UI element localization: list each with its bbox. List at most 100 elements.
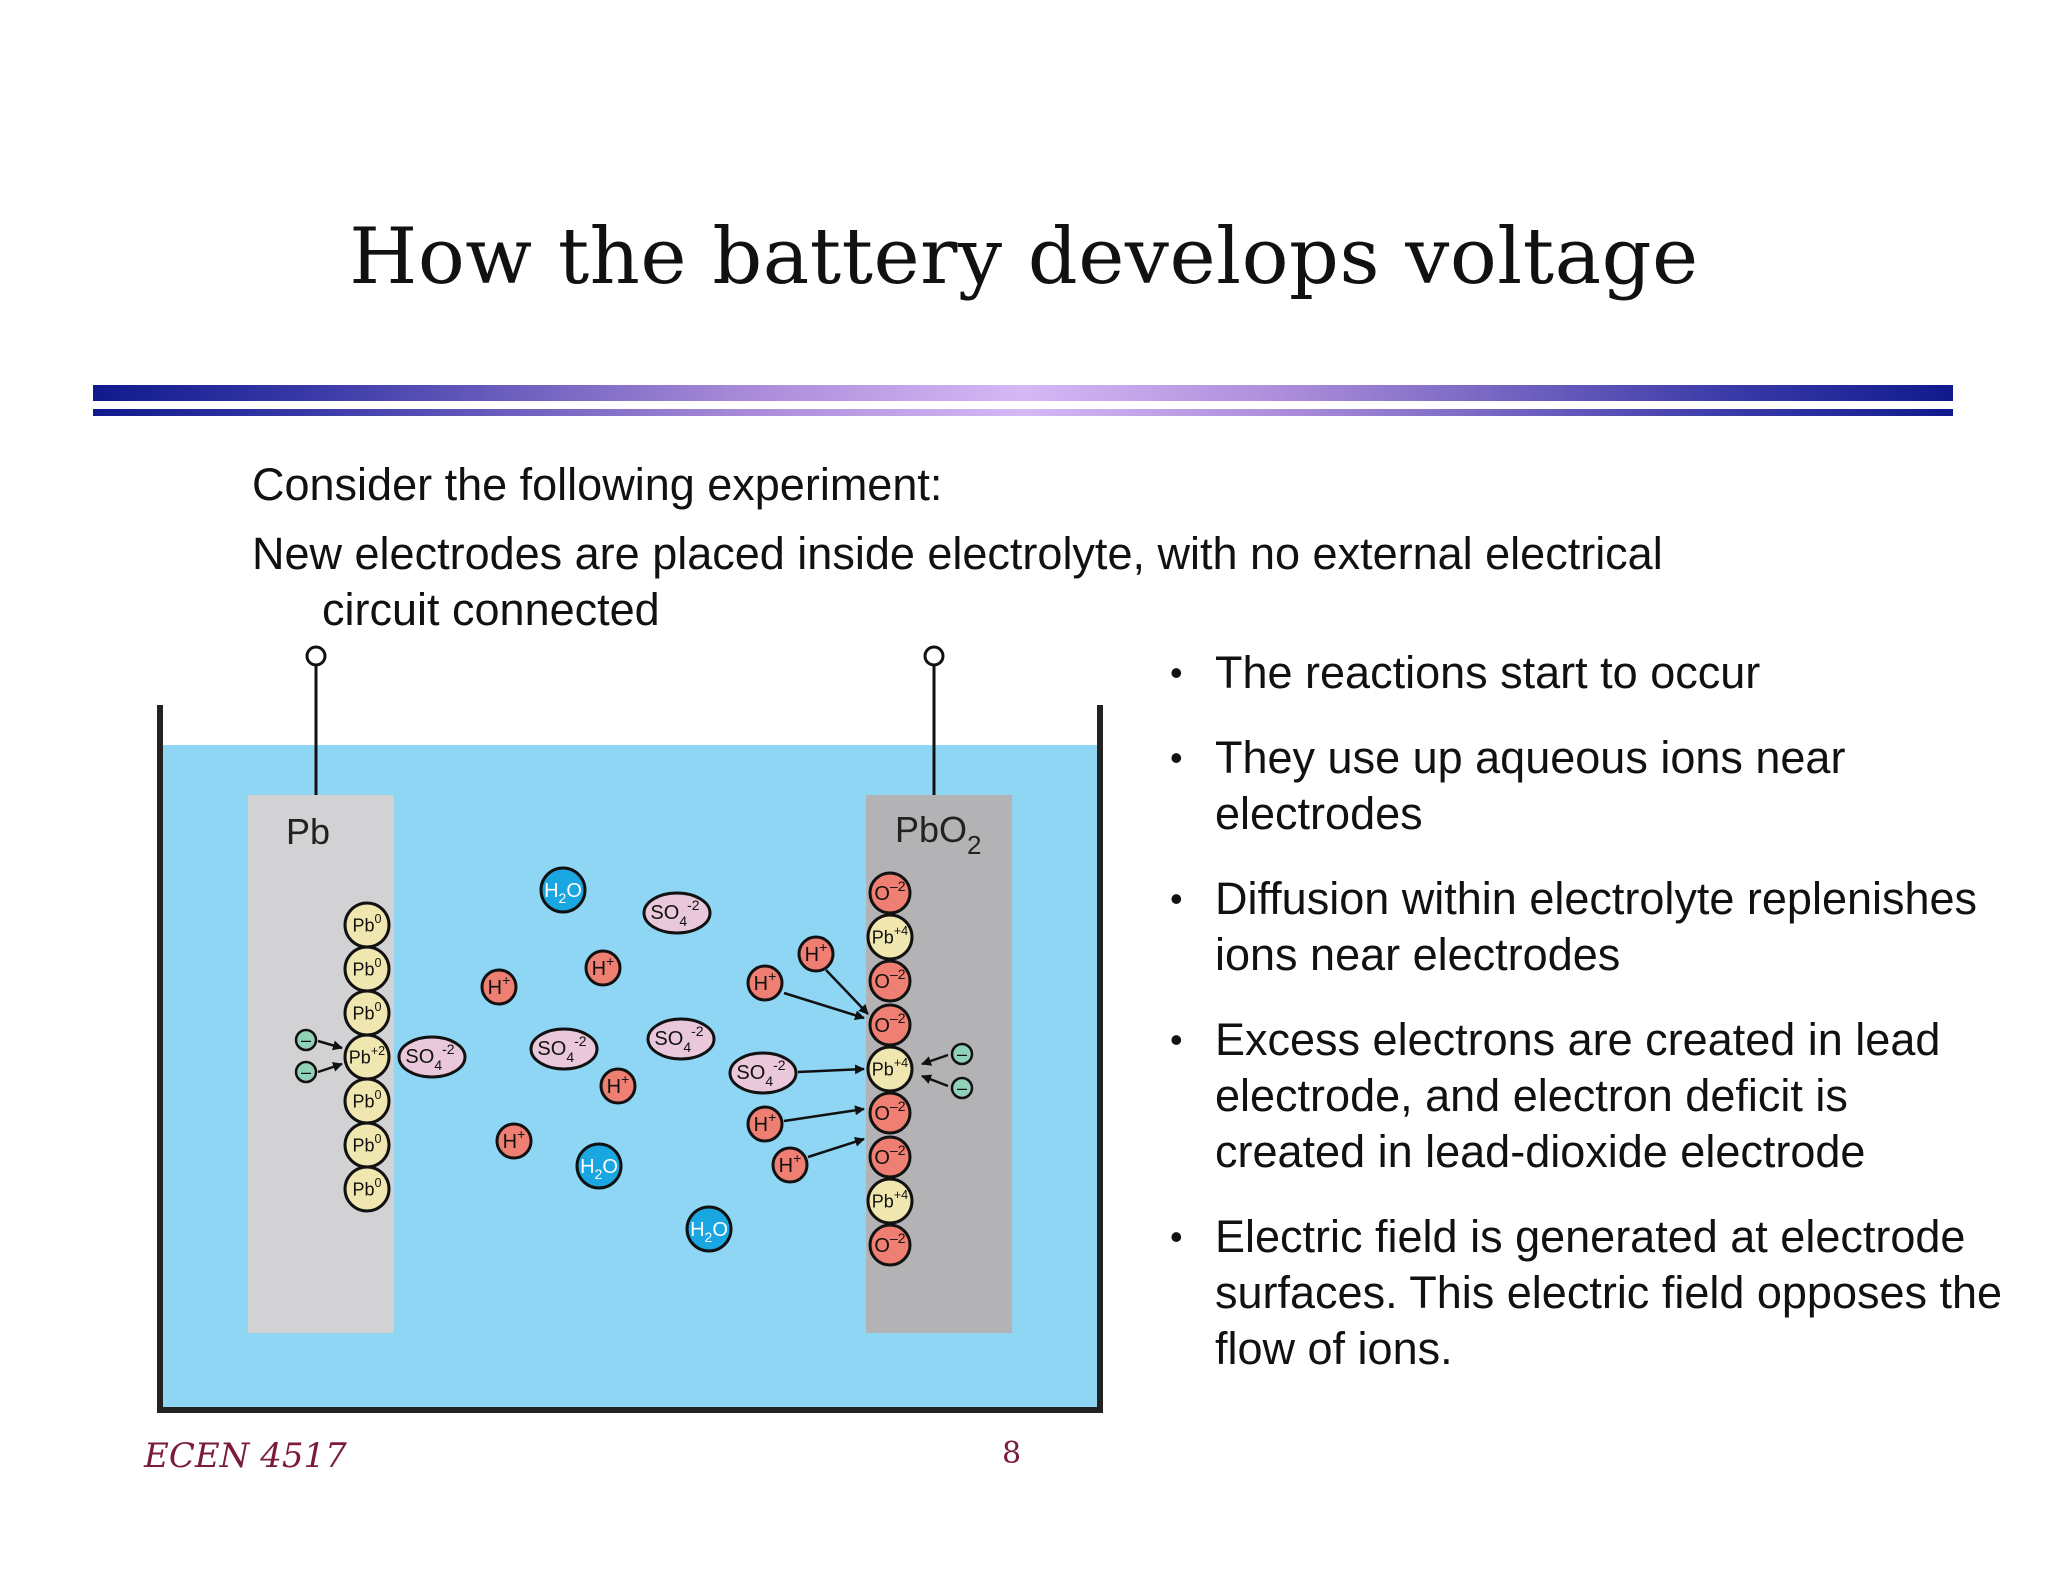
oxide-ion: O–2 [868, 959, 912, 1003]
particle-label: H2O [544, 880, 582, 906]
water-molecule: H2O [685, 1205, 733, 1253]
water-molecule: H2O [539, 866, 587, 914]
proton-ion: H+ [797, 935, 835, 973]
oxide-ion: O–2 [868, 1003, 912, 1047]
proton-ion: H+ [771, 1146, 809, 1184]
electron-sign: – [957, 1078, 967, 1098]
oxide-ion: O–2 [868, 1091, 912, 1135]
particle-label: SO4-2 [405, 1041, 454, 1073]
particle-label: SO4-2 [537, 1033, 586, 1065]
title-rule-thick [93, 385, 1953, 401]
intro-line-1: Consider the following experiment: [252, 459, 943, 510]
particle-label: Pb+2 [349, 1044, 385, 1067]
lead-atom: Pb0 [343, 1165, 391, 1213]
electron-sign: – [301, 1062, 311, 1082]
proton-ion: H+ [584, 949, 622, 987]
bullet-item: • Electric field is generated at electrod… [1165, 1209, 2005, 1377]
particle-label: Pb0 [352, 956, 381, 979]
particle-label: H2O [580, 1156, 618, 1182]
proton-ion: H+ [495, 1122, 533, 1160]
proton-ion: H+ [746, 1105, 784, 1143]
particle-label: Pb0 [352, 1088, 381, 1111]
bullet-dot: • [1170, 878, 1183, 919]
electron-sign: – [957, 1044, 967, 1064]
bullet-dot: • [1170, 652, 1183, 693]
particle-label: Pb0 [352, 1000, 381, 1023]
proton-ion: H+ [599, 1067, 637, 1105]
pb-terminal [305, 645, 327, 667]
bullet-text: Excess electrons are created in lead ele… [1215, 1014, 1941, 1177]
particle-label: Pb+4 [872, 924, 908, 947]
flow-arrow [317, 1039, 343, 1051]
electron: – [950, 1076, 974, 1100]
particle-label: O–2 [874, 1142, 905, 1169]
particle-label: H2O [690, 1219, 728, 1245]
sulfate-ion: SO4-2 [728, 1051, 798, 1095]
particle-label: O–2 [874, 1010, 905, 1037]
electron: – [950, 1042, 974, 1066]
intro-line-3: circuit connected [322, 584, 660, 635]
flow-arrow [783, 991, 865, 1021]
footer-page-number: 8 [1002, 1436, 1022, 1471]
particle-label: SO4-2 [736, 1057, 785, 1089]
particle-label: O–2 [874, 1098, 905, 1125]
bullet-item: • Diffusion within electrolyte replenishe… [1165, 871, 2005, 983]
flow-arrow [825, 969, 869, 1015]
bullet-item: •They use up aqueous ions near electrode… [1165, 730, 2005, 842]
particle-label: SO4-2 [650, 897, 699, 929]
sulfate-ion: SO4-2 [397, 1035, 467, 1079]
sulfate-ion: SO4-2 [642, 891, 712, 935]
sulfate-ion: SO4-2 [646, 1017, 716, 1061]
electron-sign: – [301, 1030, 311, 1050]
oxide-ion: O–2 [868, 1223, 912, 1267]
particle-label: Pb0 [352, 912, 381, 935]
footer-course: ECEN 4517 [144, 1436, 347, 1476]
electron: – [294, 1060, 318, 1084]
particle-label: O–2 [874, 966, 905, 993]
pbo2-electrode-label: PbO2 [895, 809, 982, 860]
slide-title: How the battery develops voltage [349, 212, 1699, 302]
lead-atom: Pb0 [343, 901, 391, 949]
lead-atom: Pb+4 [866, 1177, 914, 1225]
bullet-text: Diffusion within electrolyte replenishes… [1215, 873, 1978, 980]
bullet-item: • The reactions start to occur [1165, 645, 2005, 701]
pb-electrode-label: Pb [286, 811, 330, 852]
particle-label: Pb0 [352, 1132, 381, 1155]
flow-arrow [921, 1053, 949, 1066]
particle-label: O–2 [874, 878, 905, 905]
pbo2-terminal [923, 645, 945, 667]
water-molecule: H2O [575, 1142, 623, 1190]
proton-ion: H+ [746, 964, 784, 1002]
particle-label: Pb+4 [872, 1188, 908, 1211]
particle-label: H+ [754, 1109, 777, 1136]
particles-layer: Pb0Pb0Pb0Pb+2Pb0Pb0Pb0SO4-2––O–2Pb+4O–2O… [294, 866, 974, 1267]
bullet-dot: • [1170, 1216, 1183, 1257]
lead-atom: Pb0 [343, 945, 391, 993]
bullet-text: Electric field is generated at electrode… [1215, 1211, 2003, 1374]
proton-ion: H+ [480, 968, 518, 1006]
flow-arrow [317, 1062, 343, 1074]
bullet-item: •Excess electrons are created in lead el… [1165, 1012, 2005, 1180]
particle-label: H+ [754, 968, 777, 995]
electron: – [294, 1028, 318, 1052]
battery-diagram: Pb PbO2 Pb0Pb0Pb0Pb+2Pb0Pb0Pb0SO4-2––O–2… [157, 645, 1103, 1413]
tank-outline [157, 705, 1103, 1413]
flow-arrow [807, 1136, 865, 1159]
flow-arrow [797, 1064, 865, 1075]
particle-label: H+ [779, 1150, 802, 1177]
flow-arrow [783, 1105, 865, 1123]
bullet-text: The reactions start to occur [1215, 647, 1761, 698]
flow-arrow [921, 1074, 949, 1088]
lead-atom: Pb0 [343, 989, 391, 1037]
particle-label: H+ [805, 939, 828, 966]
lead-atom: Pb0 [343, 1077, 391, 1125]
lead-atom: Pb+4 [866, 1045, 914, 1093]
sulfate-ion: SO4-2 [529, 1027, 599, 1071]
lead-atom: Pb+4 [866, 913, 914, 961]
title-rule-thin [93, 409, 1953, 416]
intro-line-2: New electrodes are placed inside electro… [252, 528, 1663, 579]
particle-label: H+ [607, 1071, 630, 1098]
particle-label: Pb+4 [872, 1056, 908, 1079]
lead-atom: Pb0 [343, 1121, 391, 1169]
bullet-dot: • [1170, 737, 1183, 778]
